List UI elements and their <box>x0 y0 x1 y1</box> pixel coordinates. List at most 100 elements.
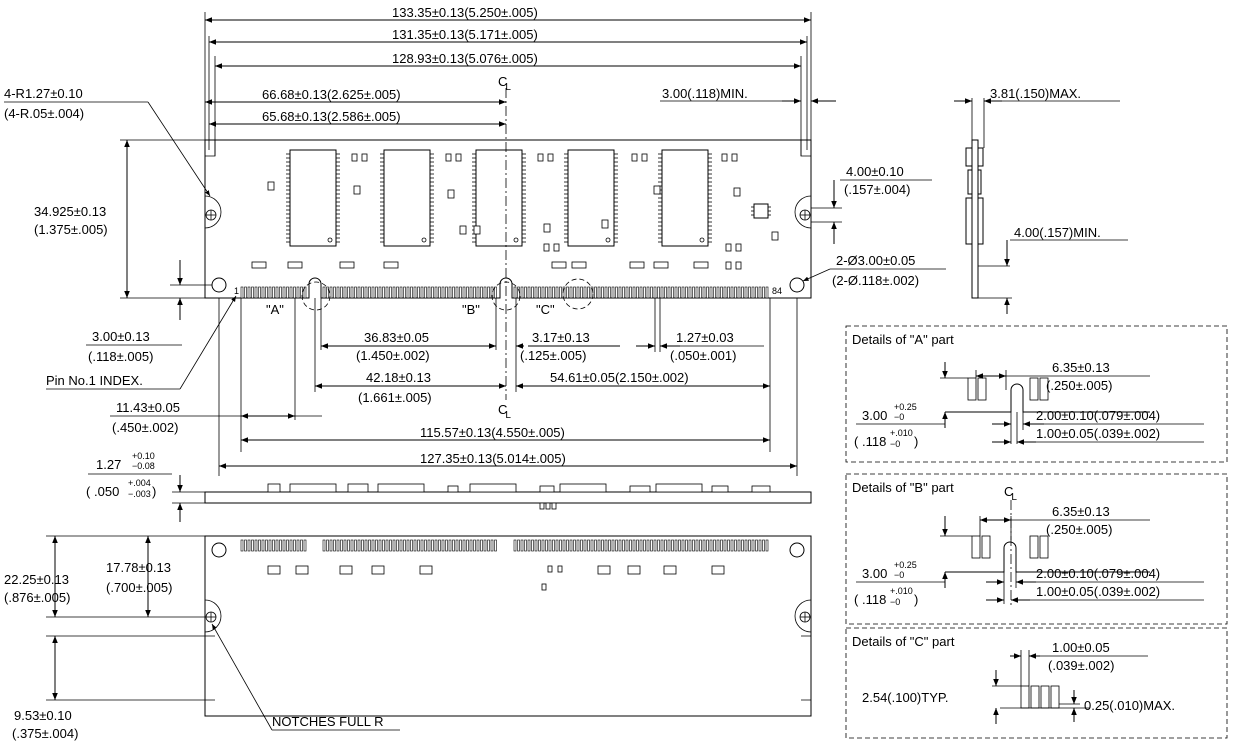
contact-finger <box>681 286 685 299</box>
centerline-label-bottom: CL <box>498 402 511 421</box>
contact-finger <box>247 539 251 552</box>
contact-finger <box>541 539 545 552</box>
contact-finger <box>597 286 601 299</box>
contact-finger <box>618 286 622 299</box>
contact-finger <box>695 539 699 552</box>
contact-finger <box>674 539 678 552</box>
small-component <box>547 153 554 162</box>
contact-finger <box>303 286 307 299</box>
contact-finger <box>427 286 431 299</box>
contact-finger <box>727 539 730 552</box>
contact-finger <box>741 286 744 299</box>
contact-finger <box>723 286 727 299</box>
contact-finger <box>748 539 751 552</box>
detail-c-box: Details of "C" part 1.00±0.05 (.039±.002… <box>845 627 1228 739</box>
contact-finger <box>438 539 441 552</box>
contact-finger <box>569 539 573 552</box>
contact-finger <box>272 539 275 552</box>
contact-finger <box>730 286 734 299</box>
contact-finger <box>639 539 643 552</box>
contact-finger <box>303 539 307 552</box>
small-component <box>543 243 550 252</box>
contact-finger <box>343 286 347 299</box>
small-component <box>383 261 399 269</box>
edge-component <box>469 483 517 493</box>
detail-b-box: Details of "B" part CL 6.35±0.13 (.250±.… <box>845 473 1228 625</box>
contact-finger <box>709 539 713 552</box>
contact-finger <box>664 539 667 552</box>
small-component <box>447 189 455 199</box>
dim-hole-dia: 2-Ø3.00±0.05 <box>836 253 915 268</box>
contact-finger <box>762 539 765 552</box>
contact-finger <box>524 539 527 552</box>
svg-text:(: ( <box>854 592 859 607</box>
contact-finger <box>625 286 629 299</box>
dim-rear-notch-in: (.700±.005) <box>106 580 172 595</box>
dim-pin-pitch-in: (.050±.001) <box>670 348 736 363</box>
top-dimensions: 133.35±0.13(5.250±.005) 131.35±0.13(5.17… <box>204 5 836 156</box>
memory-chip <box>567 149 615 247</box>
small-component <box>459 225 467 235</box>
svg-text:+.010: +.010 <box>890 586 913 596</box>
contact-finger <box>466 286 469 299</box>
detail-c-pin-gap: 0.25(.010)MAX. <box>1084 698 1175 713</box>
small-component <box>267 181 275 191</box>
memory-chip <box>383 149 431 247</box>
contact-finger <box>333 539 336 552</box>
rear-view <box>204 535 812 717</box>
contact-finger <box>434 286 438 299</box>
contact-finger <box>420 286 424 299</box>
dim-bottom-notch: 9.53±0.10 <box>14 708 72 723</box>
contact-finger <box>618 539 622 552</box>
contact-finger <box>625 539 629 552</box>
rear-component <box>547 565 553 573</box>
contact-finger <box>392 286 396 299</box>
contact-finger <box>240 286 244 299</box>
contact-finger <box>632 286 636 299</box>
contact-finger <box>272 286 275 299</box>
svg-text:−0: −0 <box>894 412 904 422</box>
front-pcb-outline <box>204 139 812 299</box>
contact-finger <box>389 539 392 552</box>
contact-finger <box>608 286 611 299</box>
contact-finger <box>476 539 480 552</box>
svg-text:): ) <box>914 434 918 449</box>
svg-text:): ) <box>914 592 918 607</box>
small-component <box>693 261 709 269</box>
contact-finger <box>643 286 646 299</box>
svg-text:−.003: −.003 <box>128 489 151 499</box>
svg-text:(: ( <box>854 434 859 449</box>
svg-text:−0: −0 <box>890 597 900 607</box>
contact-finger <box>378 539 382 552</box>
contact-finger <box>545 539 548 552</box>
contact-finger <box>247 286 251 299</box>
small-component <box>653 261 669 269</box>
contact-finger <box>431 539 434 552</box>
contact-finger <box>251 539 254 552</box>
contact-finger <box>751 286 755 299</box>
contact-finger <box>275 286 279 299</box>
contact-finger <box>289 286 293 299</box>
contact-finger <box>730 539 734 552</box>
contact-finger <box>406 286 410 299</box>
contact-finger <box>347 286 350 299</box>
contact-finger <box>615 286 618 299</box>
contact-finger <box>452 539 455 552</box>
rear-component <box>339 565 353 575</box>
contact-finger <box>340 539 343 552</box>
rear-component <box>663 565 677 575</box>
label-notches: NOTCHES FULL R <box>272 714 383 729</box>
contact-finger <box>240 539 244 552</box>
contact-fingers <box>240 286 769 299</box>
small-component <box>339 261 355 269</box>
contact-finger <box>445 286 448 299</box>
contact-finger <box>629 286 632 299</box>
contact-finger <box>517 539 520 552</box>
dim-corner-radius: 4-R1.27±0.10 <box>4 86 83 101</box>
contact-finger <box>455 286 459 299</box>
contact-finger <box>534 286 538 299</box>
contact-finger <box>538 286 541 299</box>
edge-view <box>204 483 812 510</box>
label-part-c: "C" <box>536 302 555 317</box>
rear-components <box>267 565 725 591</box>
